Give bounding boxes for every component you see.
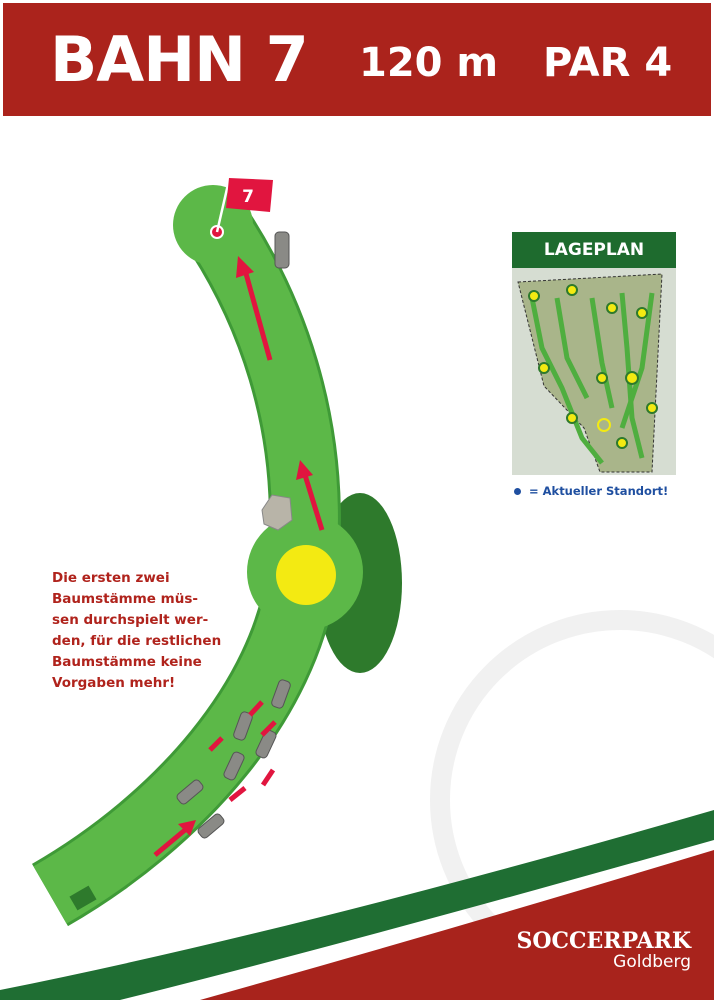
rock [261, 494, 293, 531]
fairway [31, 185, 363, 927]
hole-title: BAHN 7 [50, 23, 309, 96]
site-map-image [517, 273, 663, 473]
flag-number: 7 [242, 187, 254, 207]
current-location-marker [597, 418, 611, 432]
hole-length: 120 m [359, 40, 499, 86]
logo-brand: SOCCERPARK [516, 928, 691, 954]
site-map-title: LAGEPLAN [512, 232, 676, 268]
green-swoosh [0, 810, 714, 1000]
red-swoosh [200, 850, 714, 1000]
tee-mat [69, 885, 97, 911]
direction-arrows [153, 256, 325, 857]
logo-location: Goldberg [613, 952, 691, 972]
instruction-note: Die ersten zwei Baumstämme müs- sen durc… [52, 570, 222, 691]
site-map: LAGEPLAN [512, 232, 676, 475]
flag-pole [215, 179, 231, 233]
hole-par: PAR 4 [543, 40, 673, 86]
soccerpark-logo: SOCCERPARK Goldberg [503, 928, 691, 972]
flag-icon [226, 178, 273, 212]
map-legend: = Aktueller Standort! [514, 484, 668, 498]
header-banner: BAHN 7 120 m PAR 4 [3, 3, 711, 116]
obstacle-yellow-circle [276, 545, 336, 605]
tree-logs [176, 231, 291, 839]
location-dot-icon [514, 488, 521, 495]
legend-text: = Aktueller Standort! [529, 484, 669, 498]
